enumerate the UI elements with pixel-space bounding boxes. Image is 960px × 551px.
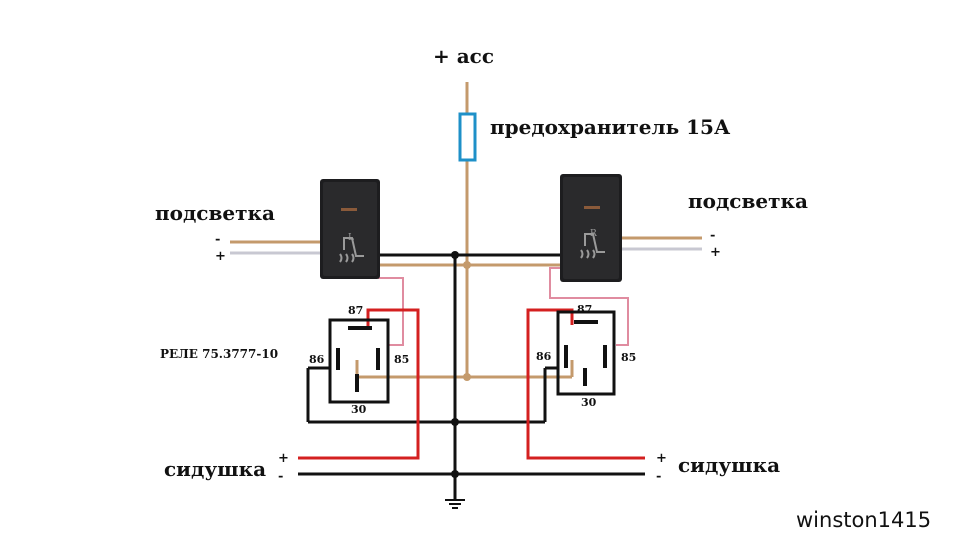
ground-bus xyxy=(298,253,645,500)
relay-right-pin86: 86 xyxy=(536,350,552,363)
watermark: winston1415 xyxy=(796,508,931,532)
seat-left-minus: - xyxy=(278,469,283,484)
backlight-left-minus: - xyxy=(215,232,220,247)
relay-left-pin85: 85 xyxy=(394,353,409,366)
fuse-icon xyxy=(458,112,477,162)
relay-right-pin85: 85 xyxy=(621,351,636,364)
seat-heat-icon xyxy=(339,237,364,263)
seat-left-plus: + xyxy=(278,451,289,466)
backlight-right-minus: - xyxy=(710,228,715,243)
relay-right-pin30: 30 xyxy=(581,396,597,409)
backlight-wires-right xyxy=(622,236,702,251)
seat-right-plus: + xyxy=(656,451,667,466)
relay-left xyxy=(328,318,390,404)
backlight-label-left: подсветка xyxy=(155,201,275,225)
relay-right xyxy=(556,310,616,396)
relay-left-pin86: 86 xyxy=(309,353,325,366)
ground-icon xyxy=(445,499,465,509)
backlight-left-plus: + xyxy=(215,249,226,264)
switch-left-icon: L xyxy=(320,179,380,279)
svg-text:L: L xyxy=(348,233,354,243)
acc-label: + acc xyxy=(433,44,494,68)
backlight-wires-left xyxy=(230,240,322,255)
seat-label-left: сидушка xyxy=(164,457,266,481)
relay-name-label: РЕЛЕ 75.3777-10 xyxy=(160,347,278,361)
seat-plus-wires xyxy=(298,308,645,460)
svg-text:R: R xyxy=(590,229,597,239)
backlight-right-plus: + xyxy=(710,245,721,260)
seat-label-right: сидушка xyxy=(678,453,780,477)
seat-right-minus: - xyxy=(656,469,661,484)
seat-heat-icon xyxy=(580,233,605,259)
fuse-label: предохранитель 15А xyxy=(490,115,731,139)
backlight-label-right: подсветка xyxy=(688,189,808,213)
relay-left-pin87: 87 xyxy=(348,304,363,317)
junction-dots xyxy=(451,251,459,478)
relay-left-pin30: 30 xyxy=(351,403,367,416)
switch-right-icon: R xyxy=(560,174,622,282)
acc-junction-dots xyxy=(463,261,471,381)
relay-right-pin87: 87 xyxy=(577,303,592,316)
